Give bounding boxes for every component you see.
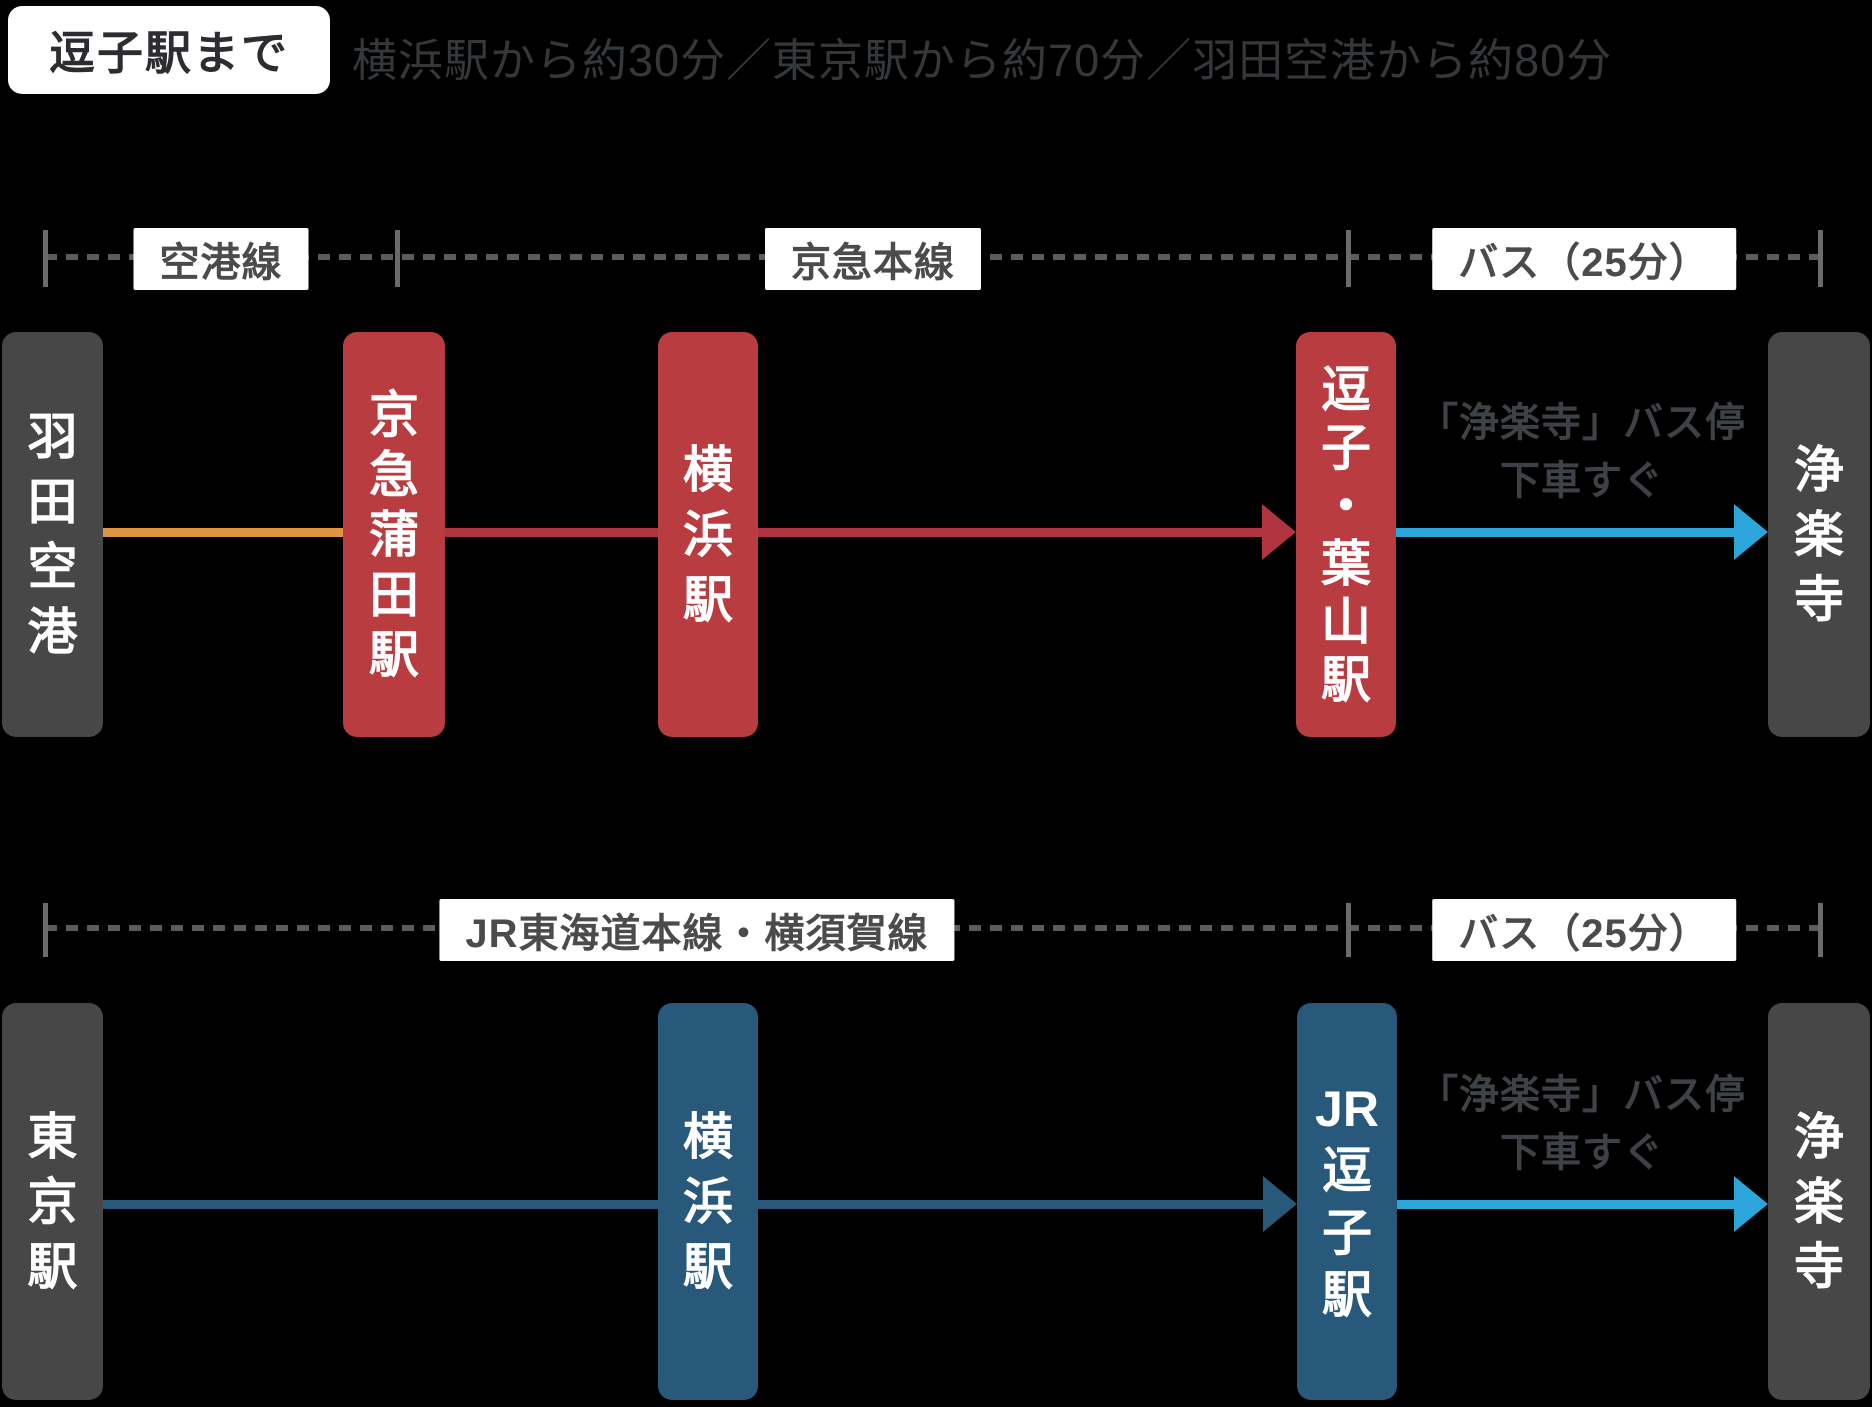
station-char: 田 (369, 566, 419, 623)
station-char: 田 (27, 474, 78, 530)
station-char: 楽 (1794, 1173, 1844, 1230)
station-char: 寺 (1794, 571, 1844, 628)
station-char: 浜 (683, 1173, 733, 1230)
station-char: 葉 (1321, 535, 1371, 592)
access-time-summary: 横浜駅から約30分／東京駅から約70分／羽田空港から約80分 (352, 35, 1613, 86)
station-char: 駅 (369, 626, 419, 683)
station-char: ・ (1321, 477, 1371, 534)
station-char: 楽 (1794, 506, 1844, 563)
line-label-keikyu-main-line: 京急本線 (765, 228, 981, 290)
route1-tick-4 (1818, 230, 1823, 287)
station-char: 横 (683, 441, 733, 498)
station-keikyu-kamata: 京急蒲田駅 (343, 332, 445, 737)
station-zushi-hayama: 逗子・葉山駅 (1296, 332, 1396, 737)
station-yokohama-route1: 横浜駅 (658, 332, 758, 737)
station-char: 逗 (1321, 361, 1371, 418)
station-label: 羽田空港 (28, 412, 78, 657)
destination-jorakuji-route1: 浄楽寺 (1768, 332, 1870, 737)
station-char: 駅 (1321, 651, 1371, 708)
bus-stop-note-line2: 下車すぐ (1500, 459, 1664, 503)
route2-tick-3 (1818, 903, 1823, 957)
bus-line-segment-route2 (1397, 1200, 1734, 1209)
station-label: 横浜駅 (683, 1112, 733, 1292)
station-label: 東京駅 (28, 1112, 78, 1292)
bus-stop-note-line2: 下車すぐ (1500, 1131, 1664, 1175)
jr-arrowhead-icon (1263, 1176, 1297, 1232)
station-char: 寺 (1794, 1238, 1844, 1295)
station-char: 急 (369, 446, 419, 503)
station-char: 港 (27, 604, 78, 660)
station-char: 羽 (27, 409, 78, 465)
station-char: 浄 (1794, 1108, 1844, 1165)
station-char: 横 (683, 1108, 733, 1165)
station-tokyo: 東京駅 (2, 1003, 103, 1400)
page-title: 逗子駅まで (8, 6, 330, 94)
station-char: 駅 (27, 1238, 78, 1295)
station-char: 浜 (683, 506, 733, 563)
bus-arrowhead-icon-route2 (1734, 1176, 1768, 1232)
station-char: 東 (27, 1108, 78, 1165)
station-label: 逗子・葉山駅 (1321, 365, 1371, 705)
route1-tick-1 (43, 230, 48, 287)
route2-tick-2 (1346, 903, 1351, 957)
keikyu-arrowhead-icon (1262, 504, 1296, 560)
station-label: 浄楽寺 (1794, 1112, 1844, 1292)
station-char: 駅 (683, 1238, 733, 1295)
bus-stop-note-route2: 「浄楽寺」バス停 下車すぐ (1418, 1066, 1746, 1182)
station-char: 子 (1321, 1204, 1372, 1261)
station-label: 横浜駅 (683, 445, 733, 625)
route1-tick-3 (1346, 230, 1351, 287)
station-char: 駅 (1321, 1266, 1372, 1323)
station-haneda-airport: 羽田空港 (2, 332, 103, 737)
station-char: 逗 (1321, 1142, 1372, 1199)
bus-stop-note-route1: 「浄楽寺」バス停 下車すぐ (1418, 394, 1746, 510)
keikyu-main-line-segment (445, 528, 1262, 537)
station-char: 浄 (1794, 441, 1844, 498)
bus-stop-note-line1: 「浄楽寺」バス停 (1418, 1073, 1746, 1117)
route2-tick-1 (43, 903, 48, 957)
station-char: 蒲 (369, 506, 419, 563)
bus-line-segment-route1 (1396, 528, 1734, 537)
route1-tick-2 (395, 230, 400, 287)
station-char: JR (1315, 1080, 1379, 1137)
bus-arrowhead-icon-route1 (1734, 504, 1768, 560)
line-label-airport-line: 空港線 (133, 228, 309, 290)
station-char: 空 (27, 539, 78, 595)
line-label-bus-25min-route2: バス（25分） (1432, 899, 1736, 961)
station-char: 山 (1321, 593, 1371, 650)
station-char: 駅 (683, 571, 733, 628)
destination-jorakuji-route2: 浄楽寺 (1768, 1003, 1870, 1400)
station-char: 京 (369, 386, 419, 443)
station-char: 子 (1321, 419, 1371, 476)
station-yokohama-route2: 横浜駅 (658, 1003, 758, 1400)
station-label: 浄楽寺 (1794, 445, 1844, 625)
line-label-jr-tokaido-yokosuka: JR東海道本線・横須賀線 (439, 899, 955, 961)
airport-line-segment (103, 528, 343, 537)
bus-stop-note-line1: 「浄楽寺」バス停 (1418, 401, 1746, 445)
station-label: 京急蒲田駅 (369, 390, 419, 680)
station-char: 京 (27, 1173, 78, 1230)
line-label-bus-25min: バス（25分） (1432, 228, 1736, 290)
